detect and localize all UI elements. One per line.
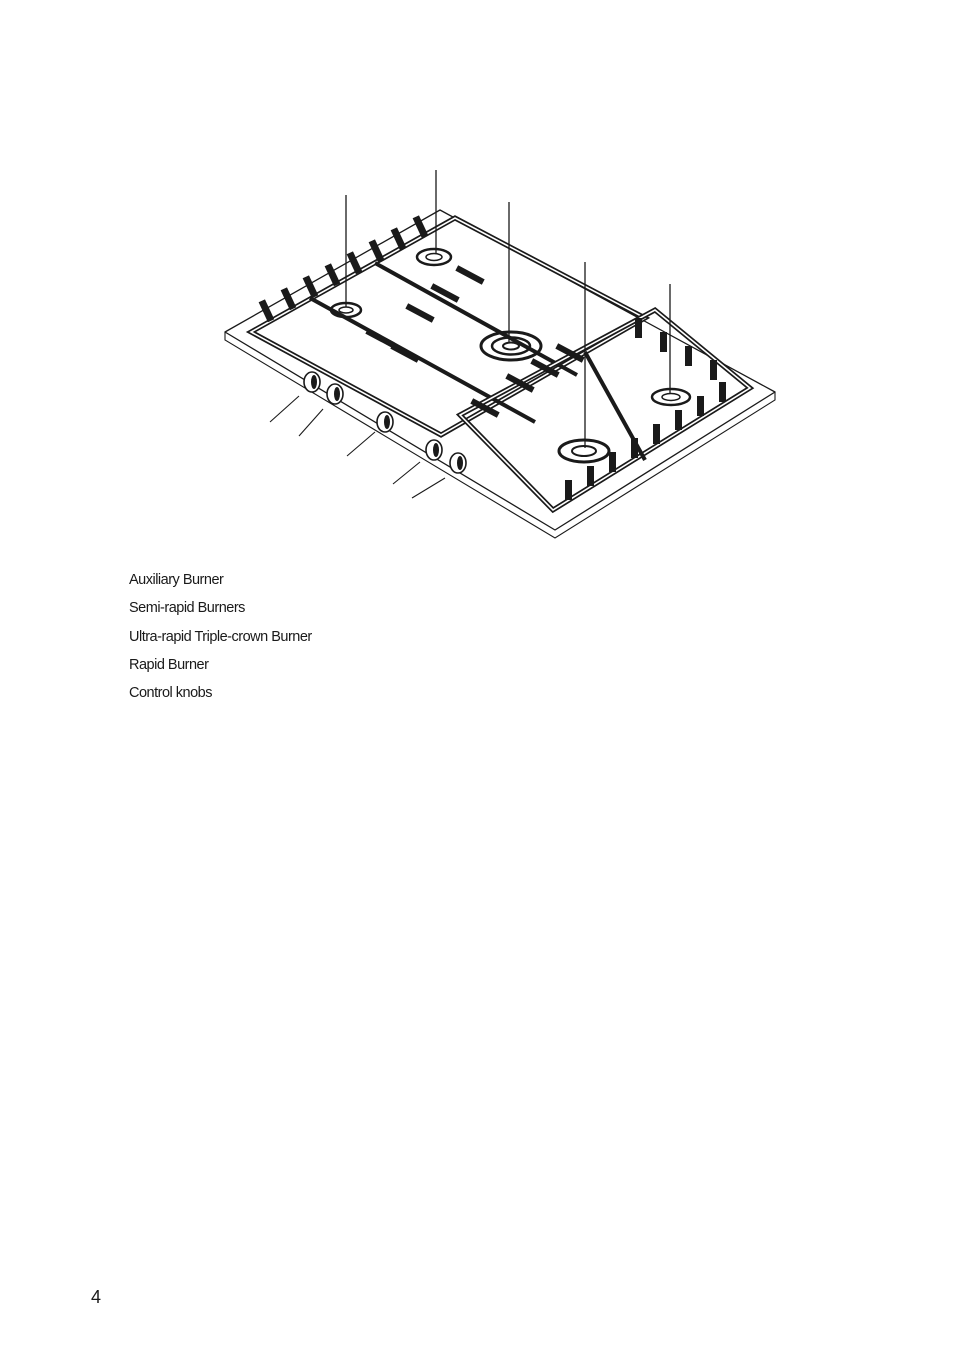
burner-semi-rapid-rear — [415, 247, 453, 267]
burner-rapid — [557, 438, 611, 464]
burner-callout-lines — [345, 170, 671, 448]
legend-item-rapid-burner: Rapid Burner — [129, 656, 209, 673]
legend-item-semi-rapid-burners: Semi-rapid Burners — [129, 600, 245, 617]
legend-item-ultra-rapid-burner: Ultra-rapid Triple-crown Burner — [129, 628, 312, 645]
page-number: 4 — [91, 1287, 102, 1307]
burner-ultra-rapid-triple-crown — [479, 330, 543, 362]
legend-item-auxiliary-burner: Auxiliary Burner — [129, 572, 224, 588]
hob-illustration — [215, 160, 785, 540]
hob-plate-edge — [224, 332, 776, 539]
grid-prongs — [258, 215, 726, 500]
legend-item-control-knobs: Control knobs — [129, 685, 212, 702]
knob-callout-lines — [269, 395, 446, 499]
legend: Auxiliary Burner Semi-rapid Burners Ultr… — [129, 570, 312, 711]
hob-plate — [224, 209, 776, 531]
burner-semi-rapid-right — [650, 387, 692, 407]
